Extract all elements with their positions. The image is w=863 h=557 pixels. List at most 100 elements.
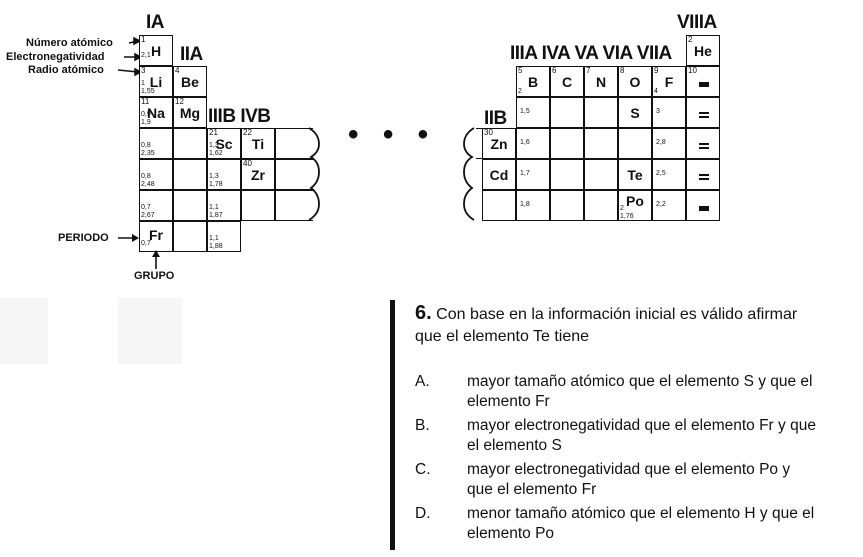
element-cell-period3-va (584, 97, 618, 128)
atomic-radius-value: 2 (518, 88, 522, 95)
element-cell-period4-ia: 0,8 2,35 (139, 128, 173, 159)
group-label-iib: IIB (484, 108, 507, 129)
element-cell-fr: Fr 0,7 (139, 221, 173, 252)
element-cell-s: S (618, 97, 652, 128)
element-cell-b: 5 B 2 (516, 66, 550, 97)
atomic-number: 40 (243, 159, 252, 168)
element-cell-zn: 30 Zn (482, 128, 516, 159)
atomic-radius-value: 1,78 (209, 181, 223, 188)
atomic-number: 8 (620, 66, 625, 75)
element-cell-period6-ia: 0,7 2,67 (139, 190, 173, 221)
table-break-right (308, 127, 320, 221)
element-cell-period4-viia: 2,8 (652, 128, 686, 159)
element-cell-period6-viiia (686, 190, 720, 221)
element-cell-period4-iiia: 1,6 (516, 128, 550, 159)
atomic-number: 21 (209, 128, 218, 137)
question-stem: 6. Con base en la información inicial es… (415, 302, 815, 348)
element-symbol: Po (626, 193, 644, 209)
element-cell-period6-va (584, 190, 618, 221)
element-cell-n: 7 N (584, 66, 618, 97)
label-periodo: PERIODO (58, 232, 109, 244)
element-symbol: F (664, 74, 674, 90)
element-cell-zr: 40 Zr (241, 159, 275, 190)
arrow-grupo (152, 250, 160, 269)
element-cell-period3-viia: 3 (652, 97, 686, 128)
atomic-number: 5 (518, 66, 523, 75)
element-cell-period4-viiia (686, 128, 720, 159)
electronegativity-value: 1,3 (209, 142, 219, 149)
element-cell-sc: 21 Sc 1,3 1,62 (207, 128, 241, 159)
electronegativity-value: 0,7 (141, 204, 151, 211)
element-symbol: Zn (490, 136, 508, 152)
atomic-radius-value: 1,87 (209, 212, 223, 219)
electronegativity-value: 2,8 (656, 139, 666, 146)
electronegativity-value: 1,3 (209, 173, 219, 180)
question-text: Con base en la información inicial es vá… (415, 306, 798, 345)
element-cell-period5-extra (275, 159, 313, 190)
electronegativity-value: 1 (141, 80, 145, 87)
table-break-left (463, 127, 475, 221)
element-cell-period7-iia (173, 221, 207, 252)
atomic-number: 9 (654, 66, 659, 75)
option-letter: B. (415, 417, 430, 434)
element-cell-ti: 22 Ti (241, 128, 275, 159)
element-cell-period5-viiia (686, 159, 720, 190)
electronegativity-value: 1,1 (209, 204, 219, 211)
element-symbol: Te (627, 167, 643, 183)
atomic-number: 6 (552, 66, 557, 75)
element-cell-period4-extra (275, 128, 313, 159)
atomic-number: 11 (141, 97, 150, 106)
question-number: 6. (415, 302, 432, 324)
electronegativity-value: 1,6 (520, 139, 530, 146)
electronegativity-value: 2,1 (141, 52, 151, 59)
element-symbol: H (150, 43, 162, 59)
element-cell-be: 4 Be (173, 66, 207, 97)
element-cell-period4-iib-blank (476, 128, 482, 159)
element-cell-na: 11 Na 0,9 1,9 (139, 97, 173, 128)
element-symbol: Zr (251, 167, 265, 183)
element-cell-po: Po 2 1,76 (618, 190, 652, 221)
element-cell-period5-viia: 2,5 (652, 159, 686, 190)
element-cell-period5-ia: 0,8 2,48 (139, 159, 173, 190)
atomic-number: 3 (141, 66, 146, 75)
question-divider (390, 300, 395, 550)
atomic-number: 7 (586, 66, 591, 75)
element-cell-period3-viiia (686, 97, 720, 128)
group-label-viiia: VIIIA (677, 12, 717, 33)
double-bar-icon (699, 178, 709, 180)
element-cell-te: Te (618, 159, 652, 190)
label-grupo: GRUPO (134, 270, 175, 282)
element-cell-li: 3 Li 1 1,55 (139, 66, 173, 97)
electronegativity-value: 1,5 (520, 108, 530, 115)
electronegativity-value: 1,7 (520, 170, 530, 177)
element-cell-he: 2 He (686, 35, 720, 66)
electronegativity-value: 2,5 (656, 170, 666, 177)
legend-atomic-number: Número atómico (26, 37, 113, 49)
legend-atomic-radius: Radio atómico (28, 64, 104, 76)
atomic-radius-value: 2,35 (141, 150, 155, 157)
option-letter: C. (415, 461, 431, 478)
double-bar-icon (699, 174, 709, 176)
element-symbol: Cd (489, 167, 509, 183)
element-cell-period5-iva (550, 159, 584, 190)
atomic-number: 2 (688, 35, 693, 44)
element-cell-period4-via (618, 128, 652, 159)
element-cell-period6-iiib: 1,1 1,87 (207, 190, 241, 221)
electronegativity-value: 2 (620, 205, 624, 212)
element-symbol: Ti (251, 136, 265, 152)
atomic-radius-value: 1,88 (209, 243, 223, 250)
double-bar-icon (699, 147, 709, 149)
electronegativity-value: 0,9 (141, 111, 151, 118)
group-label-ia: IA (146, 12, 165, 33)
element-cell-period6-extra (275, 190, 313, 221)
group-label-iiib-ivb: IIIB IVB (208, 106, 271, 127)
element-symbol: O (629, 74, 641, 90)
group-label-iiia-viia: IIIA IVA VA VIA VIIA (510, 43, 672, 64)
background-panel-left (0, 298, 48, 364)
element-cell-period5-iiib: 1,3 1,78 (207, 159, 241, 190)
element-cell-period6-iia (173, 190, 207, 221)
atomic-number: 30 (484, 128, 493, 137)
atomic-radius-value: 2,67 (141, 212, 155, 219)
legend-arrows (117, 36, 143, 77)
option-text: mayor electronegatividad que el elemento… (467, 461, 791, 498)
